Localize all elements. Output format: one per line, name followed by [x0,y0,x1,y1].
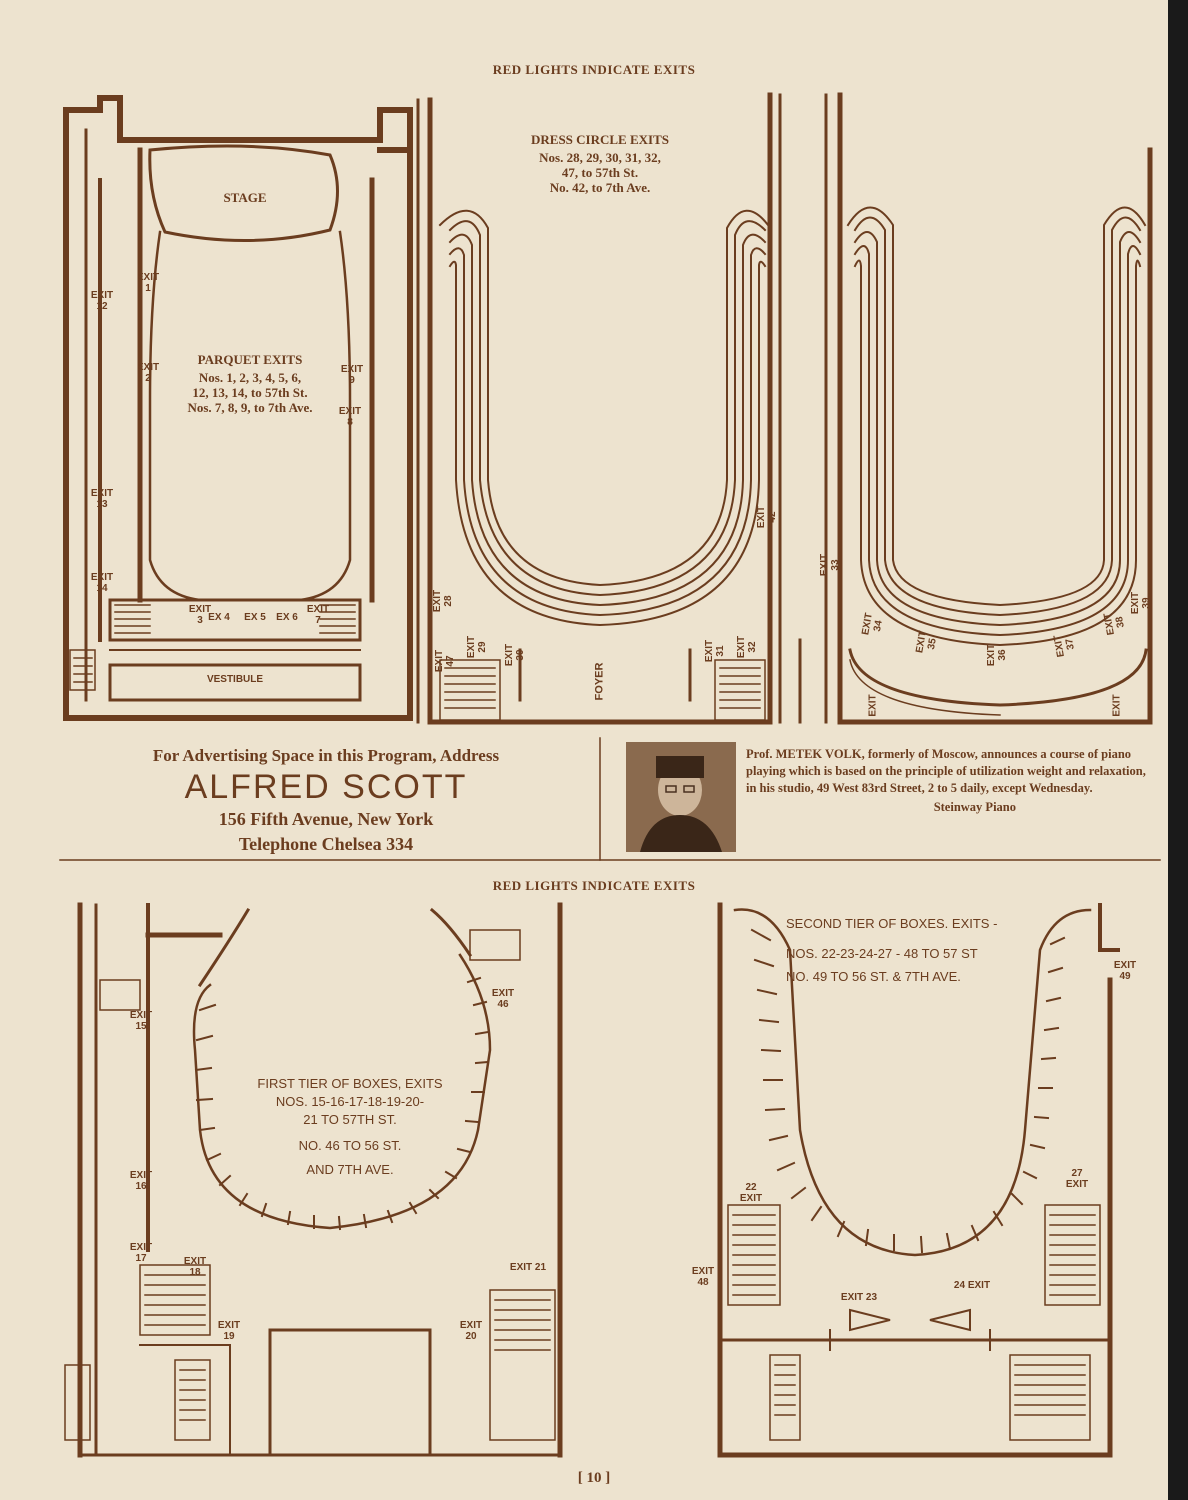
exit-14: EXIT 14 [90,572,114,594]
exit-49: EXIT 49 [1113,960,1137,982]
exit-7: EXIT 7 [306,604,330,626]
exit-33: EXIT 33 [819,553,841,577]
piano-teacher-ad: Prof. METEK VOLK, formerly of Moscow, an… [746,746,1146,816]
exit-36: EXIT 36 [986,643,1008,667]
parquet-stage [69,144,362,702]
exit-28: EXIT 28 [432,589,454,613]
advertising-notice: For Advertising Space in this Program, A… [60,746,592,855]
first-tier-boxes [64,907,556,1457]
exit-32: EXIT 32 [736,635,758,659]
exit-3: EXIT 3 [188,604,212,626]
exit-39: EXIT 39 [1130,591,1152,615]
exit-8: EXIT 8 [338,406,362,428]
second-tier-box-ticks [750,928,1066,1254]
stage-label: STAGE [223,190,267,205]
exit-bottom-right: EXIT [1111,694,1123,717]
exit-2: EXIT 2 [136,362,160,384]
exit-48: EXIT 48 [691,1266,715,1288]
exit-13: EXIT 13 [90,488,114,510]
exit-19: EXIT 19 [217,1320,241,1342]
exit-20: EXIT 20 [459,1320,483,1342]
second-tier-boxes [727,908,1101,1441]
first-tier-box-ticks [194,976,490,1231]
exit-47: EXIT 47 [434,649,456,673]
exit-15: EXIT 15 [129,1010,153,1032]
page-number: [ 10 ] [577,1470,611,1486]
parquet-exits-line2: 12, 13, 14, to 57th St. [192,385,308,400]
dress-circle-rows [438,209,770,721]
parquet-plan [63,95,413,721]
dress-circle-plan [416,92,782,725]
exit-24: 24 EXIT [953,1280,991,1291]
parquet-exits-line1: Nos. 1, 2, 3, 4, 5, 6, [198,370,302,385]
parquet-exits-title: PARQUET EXITS [197,352,303,367]
vestibule-label: VESTIBULE [206,674,264,685]
exit-31: EXIT 31 [704,639,726,663]
exit-22: 22 EXIT [739,1182,763,1204]
exit-29: EXIT 29 [466,635,488,659]
exit-46: EXIT 46 [491,988,515,1010]
exit-27: 27 EXIT [1065,1168,1089,1190]
exit-bottom-left: EXIT [867,694,879,717]
ad-line1: For Advertising Space in this Program, A… [152,746,500,765]
exit-18: EXIT 18 [183,1256,207,1278]
balcony-rows [846,206,1148,716]
dress-circle-line1: Nos. 28, 29, 30, 31, 32, [539,150,661,165]
second-tier-plan [717,902,1120,1458]
exit-1: EXIT 1 [136,272,160,294]
exit-23: EXIT 23 [840,1292,878,1303]
first-tier-line5: AND 7TH AVE. [306,1162,394,1177]
ad-address: 156 Fifth Avenue, New York [218,809,434,829]
piano-ad-signature: Steinway Piano [933,800,1016,814]
first-tier-line2: NOS. 15-16-17-18-19-20- [275,1094,425,1109]
dress-circle-line3: No. 42, to 7th Ave. [549,180,651,195]
exit-5: EX 5 [244,612,266,623]
balcony-plan [798,92,1153,725]
first-tier-line4: NO. 46 TO 56 ST. [298,1138,402,1153]
exit-17: EXIT 17 [129,1242,153,1264]
exit-30: EXIT 30 [504,643,526,667]
ad-phone: Telephone Chelsea 334 [238,834,414,854]
first-tier-line3: 21 TO 57TH ST. [303,1112,397,1127]
parquet-exits-line3: Nos. 7, 8, 9, to 7th Ave. [187,400,313,415]
second-tier-line1: SECOND TIER OF BOXES. EXITS - [786,916,998,931]
second-tier-line2: NOS. 22-23-24-27 - 48 TO 57 ST [786,946,978,961]
exit-9: EXIT 9 [340,364,364,386]
dress-circle-title: DRESS CIRCLE EXITS [531,132,669,147]
exit-4: EX 4 [208,612,230,623]
header-mid: RED LIGHTS INDICATE EXITS [492,878,696,893]
header-top: RED LIGHTS INDICATE EXITS [492,62,696,77]
foyer-label: FOYER [593,662,606,701]
second-tier-line3: NO. 49 TO 56 ST. & 7TH AVE. [786,969,961,984]
ad-name: ALFRED SCOTT [184,768,468,806]
exit-21: EXIT 21 [509,1262,547,1273]
dress-circle-line2: 47, to 57th St. [561,165,639,180]
first-tier-line1: FIRST TIER OF BOXES, EXITS [257,1076,443,1091]
exit-6: EX 6 [276,612,298,623]
exit-12: EXIT 12 [90,290,114,312]
exit-16: EXIT 16 [129,1170,153,1192]
exit-42: EXIT 42 [756,505,778,529]
piano-ad-text: Prof. METEK VOLK, formerly of Moscow, an… [746,747,1146,795]
portrait-figure [626,742,736,852]
